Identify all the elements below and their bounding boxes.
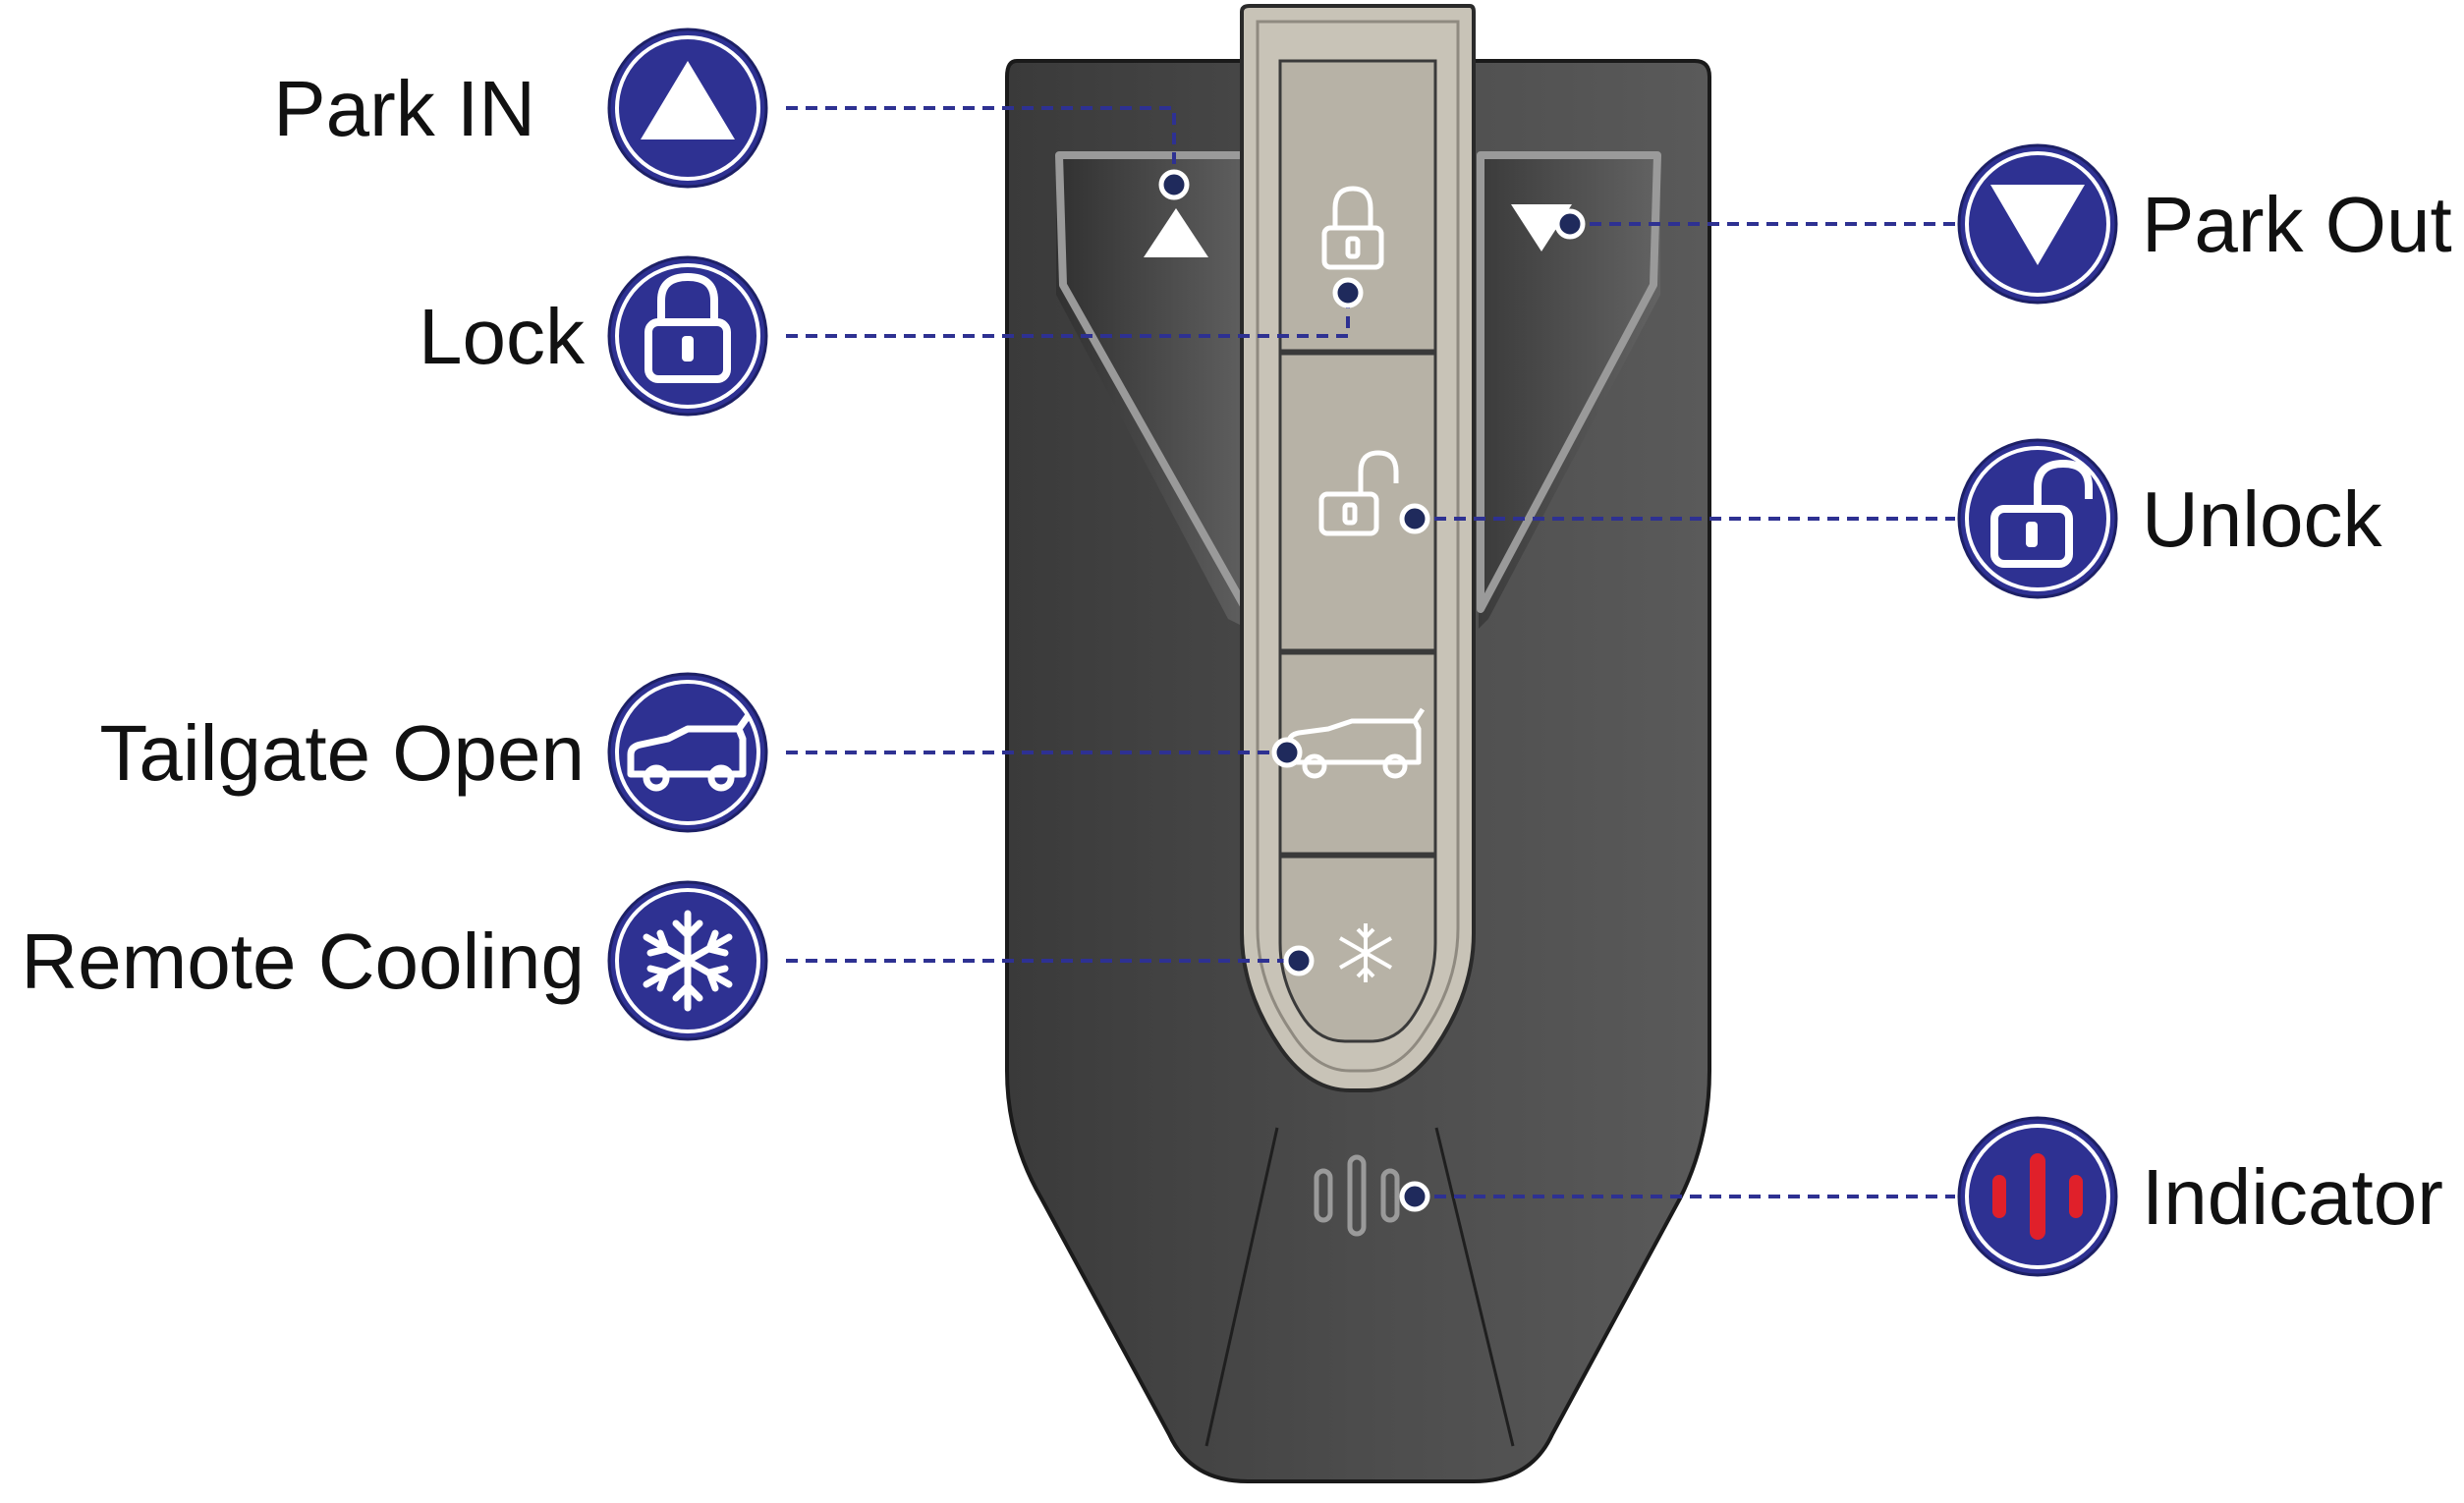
snowflake-icon — [1339, 923, 1392, 982]
badge-remote-cooling — [607, 880, 768, 1041]
leader-park-in — [786, 106, 1176, 185]
leader-dots — [1158, 169, 1586, 1212]
left-wing-panel — [1056, 152, 1248, 629]
triangle-down-icon — [1990, 185, 2085, 265]
padlock-open-icon — [1318, 450, 1399, 536]
right-wing-panel — [1479, 152, 1660, 629]
indicator-bars-icon — [1992, 1153, 2083, 1240]
badge-indicator — [1957, 1116, 2118, 1277]
badge-park-in — [607, 28, 768, 189]
fob-cooling-button[interactable] — [1278, 855, 1437, 1043]
label-remote-cooling: Remote Cooling — [21, 918, 585, 1005]
suv-tailgate-icon — [627, 712, 752, 792]
park-out-arrow-glyph — [1511, 204, 1572, 251]
label-park-in: Park IN — [273, 65, 535, 152]
label-unlock: Unlock — [2142, 475, 2383, 563]
label-park-out: Park Out — [2142, 181, 2452, 268]
label-lock: Lock — [419, 293, 586, 380]
padlock-closed-icon — [644, 272, 731, 383]
fob-lock-button[interactable] — [1278, 59, 1437, 353]
badge-lock — [607, 255, 768, 417]
padlock-open-icon — [1990, 459, 2093, 568]
badge-tailgate-open — [607, 672, 768, 833]
fob-tailgate-button[interactable] — [1278, 651, 1437, 856]
snowflake-icon — [643, 910, 733, 1012]
label-tailgate-open: Tailgate Open — [99, 709, 585, 797]
park-in-arrow-glyph — [1144, 208, 1208, 257]
triangle-up-icon — [641, 61, 735, 139]
fob-unlock-button[interactable] — [1278, 352, 1437, 652]
fob-indicator-light — [1314, 1154, 1400, 1237]
label-indicator: Indicator — [2142, 1153, 2443, 1241]
badge-park-out — [1957, 143, 2118, 305]
padlock-closed-icon — [1321, 186, 1384, 270]
badge-unlock — [1957, 438, 2118, 599]
